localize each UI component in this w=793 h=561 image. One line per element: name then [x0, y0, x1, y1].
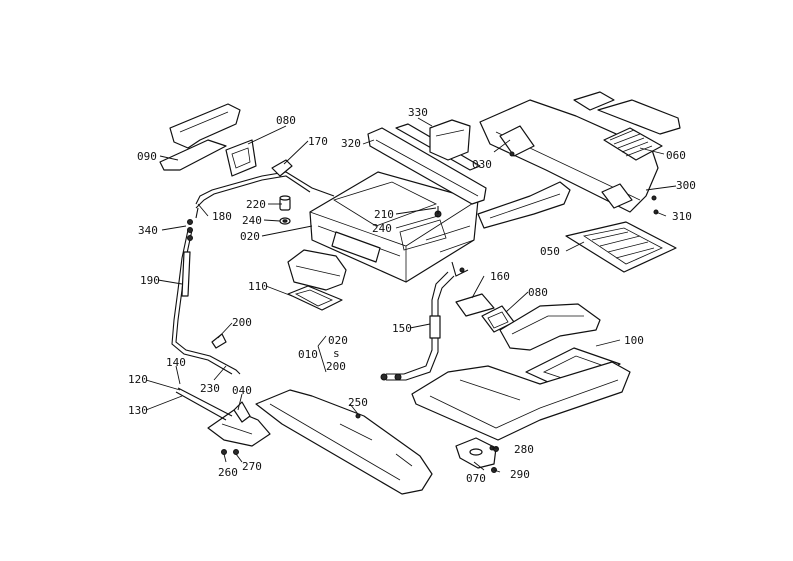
callout-150: 150 — [392, 322, 412, 335]
callout-050: 050 — [540, 245, 560, 258]
callout-130: 130 — [128, 404, 148, 417]
callout-100: 100 — [624, 334, 644, 347]
callout-020-range-mid: s — [333, 347, 340, 360]
callout-160: 160 — [490, 270, 510, 283]
callout-340: 340 — [138, 224, 158, 237]
callout-210: 210 — [374, 208, 394, 221]
gasket-part-080-left — [225, 139, 257, 177]
callout-300: 300 — [676, 179, 696, 192]
cover-part-110 — [287, 249, 347, 311]
callout-120: 120 — [128, 373, 148, 386]
callout-240-right: 240 — [372, 222, 392, 235]
grille-part-060 — [603, 127, 663, 161]
heater-box-assembly — [309, 171, 479, 283]
leader-lines — [145, 117, 677, 473]
callout-260: 260 — [218, 466, 238, 479]
callout-040: 040 — [232, 384, 252, 397]
callout-020-range-bottom: 200 — [326, 360, 346, 373]
callout-140: 140 — [166, 356, 186, 369]
duct-part-090 — [159, 103, 241, 171]
floor-pan-right — [411, 361, 631, 441]
callout-090: 090 — [137, 150, 157, 163]
callout-070: 070 — [466, 472, 486, 485]
gasket-part-160 — [455, 293, 495, 317]
callout-310: 310 — [672, 210, 692, 223]
callout-250: 250 — [348, 396, 368, 409]
callout-200-clip: 200 — [232, 316, 252, 329]
callout-020-left: 020 — [240, 230, 260, 243]
callout-290: 290 — [510, 468, 530, 481]
pipe-part-150 — [380, 261, 469, 381]
callout-labels: 090 080 170 320 330 030 060 300 310 050 … — [128, 106, 696, 485]
cable-harness-left — [171, 171, 335, 375]
callout-080-right: 080 — [528, 286, 548, 299]
callout-080-left: 080 — [276, 114, 296, 127]
callout-180: 180 — [212, 210, 232, 223]
callout-220: 220 — [246, 198, 266, 211]
callout-230: 230 — [200, 382, 220, 395]
callout-030: 030 — [472, 158, 492, 171]
callout-330: 330 — [408, 106, 428, 119]
duct-part-330 — [429, 119, 471, 161]
gasket-part-080-right — [481, 305, 515, 333]
callout-190: 190 — [140, 274, 160, 287]
callout-060: 060 — [666, 149, 686, 162]
callout-280: 280 — [514, 443, 534, 456]
callout-240-left: 240 — [242, 214, 262, 227]
duct-right — [477, 181, 571, 229]
floor-panel-250 — [255, 389, 433, 495]
callout-020-range-top: 020 — [328, 334, 348, 347]
mat-part-050 — [565, 221, 677, 273]
control-assembly-040 — [175, 387, 271, 455]
callout-170: 170 — [308, 135, 328, 148]
callout-110: 110 — [248, 280, 268, 293]
callout-320: 320 — [341, 137, 361, 150]
clamp-part-170 — [271, 159, 293, 177]
callout-010: 010 — [298, 348, 318, 361]
clip-part-200 — [211, 333, 227, 349]
callout-270: 270 — [242, 460, 262, 473]
plug-part-220 — [279, 195, 291, 225]
bracket-part-070 — [455, 437, 499, 473]
panel-part-030 — [479, 91, 681, 213]
